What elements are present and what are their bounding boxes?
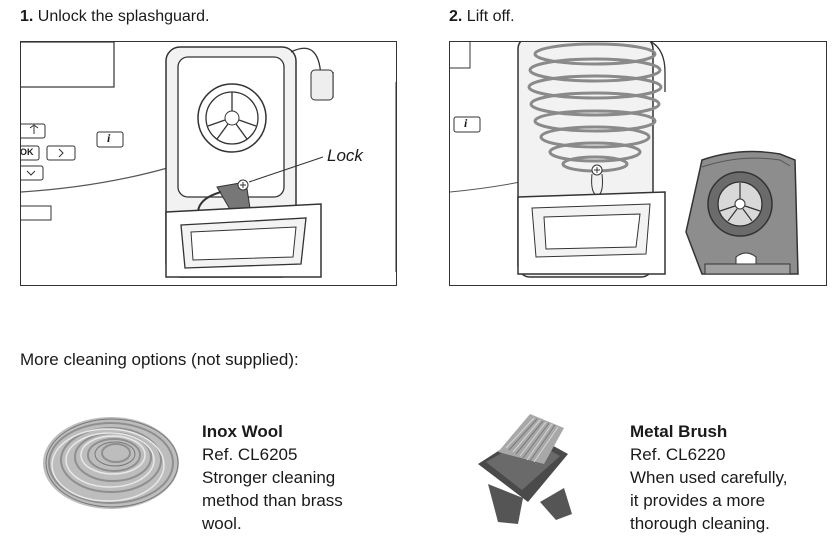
step-1-number: 1. [20, 8, 34, 25]
step-1-title: 1. Unlock the splashguard. [20, 8, 209, 26]
steel-wool-icon [43, 417, 179, 509]
lock-callout-label: Lock [327, 146, 363, 165]
product-desc-line: When used carefully, [630, 468, 788, 487]
metal-brush-icon [478, 414, 572, 524]
step-2-title: 2. Lift off. [449, 8, 515, 26]
product-desc-line: method than brass [202, 491, 343, 510]
product-desc-line: wool. [202, 514, 242, 533]
station-unlock-drawing [21, 42, 396, 278]
cleaning-options-heading: More cleaning options (not supplied): [20, 350, 299, 369]
step-1-text: Unlock the splashguard. [37, 8, 210, 25]
info-key-label: i [107, 131, 111, 145]
splashguard-removed-drawing [450, 42, 799, 278]
product-ref: Ref. CL6220 [630, 445, 726, 464]
step-2-illustration: i [449, 41, 827, 286]
step-2-number: 2. [449, 8, 463, 25]
product-name: Metal Brush [630, 422, 728, 441]
product-desc-line: thorough cleaning. [630, 514, 770, 533]
product-desc-line: Stronger cleaning [202, 468, 336, 487]
product-ref: Ref. CL6205 [202, 445, 298, 464]
ok-key-label: OK [20, 147, 34, 157]
step-2-text: Lift off. [466, 8, 515, 25]
product-inox-wool: Inox Wool Ref. CL6205 Stronger cleaning … [202, 420, 343, 535]
product-metal-brush: Metal Brush Ref. CL6220 When used carefu… [630, 420, 787, 535]
step-1-illustration: Lock OK i [20, 41, 397, 286]
info-key-label-2: i [464, 116, 468, 130]
product-desc-line: it provides a more [630, 491, 766, 510]
product-name: Inox Wool [202, 422, 283, 441]
